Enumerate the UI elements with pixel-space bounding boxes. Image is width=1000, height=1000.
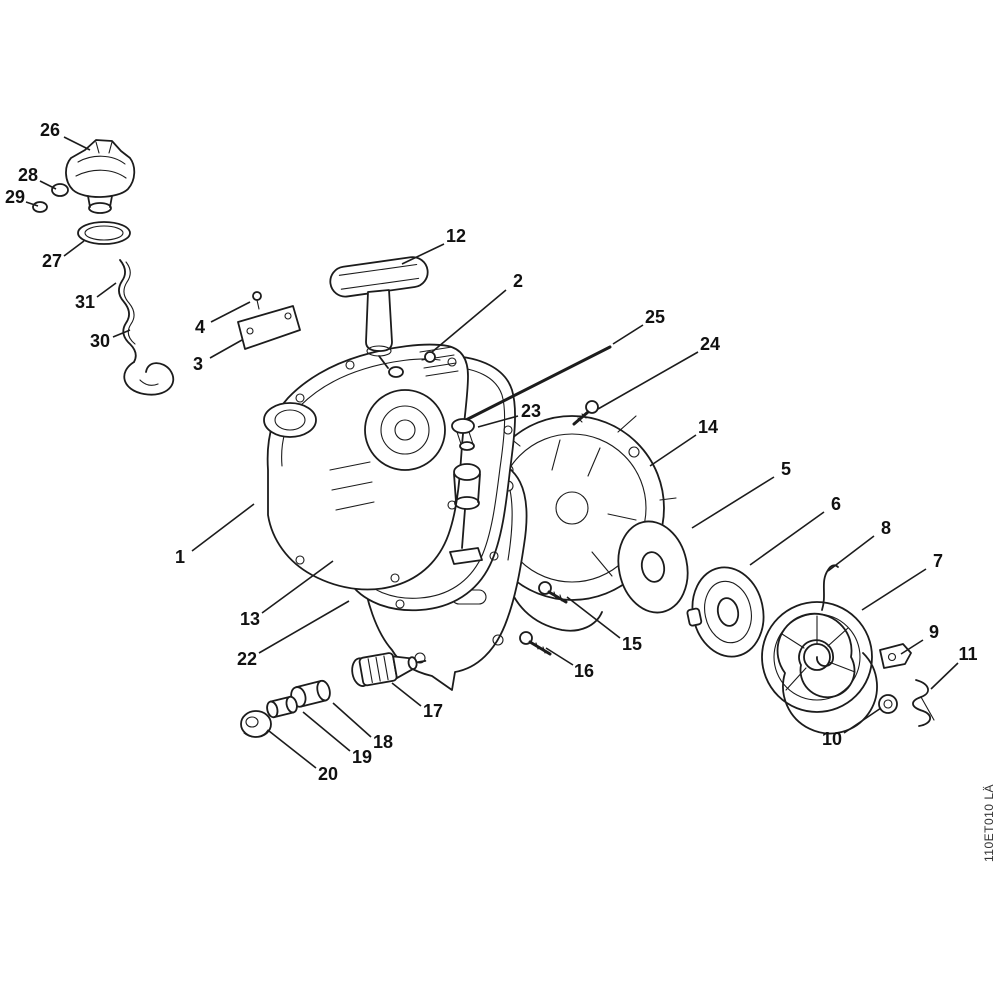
part-label-29: 29 [5,187,25,207]
bushing-28 [51,183,69,197]
part-label-20: 20 [318,764,338,784]
clip-11-drawing [912,679,935,727]
leader-line-20 [268,730,317,769]
leader-line-27 [63,240,85,257]
leader-line-7 [861,568,927,611]
leader-line-13 [261,560,334,614]
part-label-12: 12 [446,226,466,246]
leader-line-6 [749,511,825,566]
leader-line-22 [258,600,350,654]
leader-line-26 [63,136,91,151]
leader-line-3 [209,339,243,359]
leader-line-10 [843,707,882,734]
part-label-7: 7 [933,551,943,571]
part-label-5: 5 [781,459,791,479]
washer-5-drawing [617,520,689,614]
screw-4 [252,291,262,301]
sleeve-19-drawing [266,695,298,719]
part-label-19: 19 [352,747,372,767]
leader-line-30 [112,329,131,338]
part-label-1: 1 [175,547,185,567]
fuel-cap-drawing [32,139,136,245]
leader-line-5 [691,476,775,529]
drawing-number-watermark: 110ET010 LÄ [982,784,996,862]
valve-post-drawing [449,418,483,565]
callout-labels: 2628292731304312225242314568791111322151… [5,120,978,784]
cap-20-drawing [240,710,272,738]
leader-line-28 [39,180,57,190]
rope-guide [424,351,436,363]
leader-line-15 [566,596,621,639]
pawl-9-drawing [879,643,912,669]
part-label-16: 16 [574,661,594,681]
pin-29 [32,201,48,213]
part-label-11: 11 [958,644,977,664]
leader-line-29 [25,201,39,207]
leader-line-8 [827,535,875,572]
part-label-24: 24 [700,334,720,354]
part-label-6: 6 [831,494,841,514]
oil-pump-drawing [351,652,427,687]
part-label-8: 8 [881,518,891,538]
part-label-22: 22 [237,649,257,669]
leader-line-1 [191,503,255,552]
leader-line-25 [612,324,644,345]
leader-line-17 [391,682,422,707]
part-label-2: 2 [513,271,523,291]
part-label-10: 10 [822,729,842,749]
screw-24-drawing [572,400,599,426]
rotor-6-drawing [686,566,765,658]
part-label-15: 15 [622,634,642,654]
part-label-28: 28 [18,165,38,185]
part-label-17: 17 [423,701,443,721]
part-label-30: 30 [90,331,110,351]
washer-10-drawing [878,694,898,714]
leader-line-23 [477,415,519,428]
part-label-26: 26 [40,120,60,140]
screw-16-drawing [519,631,552,656]
leader-line-31 [96,282,117,298]
part-label-13: 13 [240,609,260,629]
part-label-14: 14 [698,417,718,437]
leader-line-19 [302,711,351,752]
part-label-23: 23 [521,401,541,421]
part-label-18: 18 [373,732,393,752]
cover-plate-drawing [237,291,301,350]
part-label-3: 3 [193,354,203,374]
starter-grip-drawing [329,256,436,378]
leader-line-12 [401,243,445,265]
screw-15-drawing [538,581,568,604]
part-label-9: 9 [929,622,939,642]
starter-rod-drawing [460,345,612,424]
leader-line-24 [597,351,699,410]
retainer-chain-drawing [118,259,175,396]
crankcase-housing-drawing [263,343,469,591]
part-label-31: 31 [75,292,95,312]
leader-line-16 [545,647,574,666]
part-label-27: 27 [42,251,62,271]
leader-line-18 [332,702,372,738]
leader-line-4 [210,301,251,323]
leader-line-2 [431,289,507,353]
part-label-4: 4 [195,317,205,337]
leader-line-9 [900,639,924,655]
leader-line-14 [649,434,697,467]
leader-line-11 [930,662,959,690]
part-label-25: 25 [645,307,665,327]
o-ring [77,221,131,245]
